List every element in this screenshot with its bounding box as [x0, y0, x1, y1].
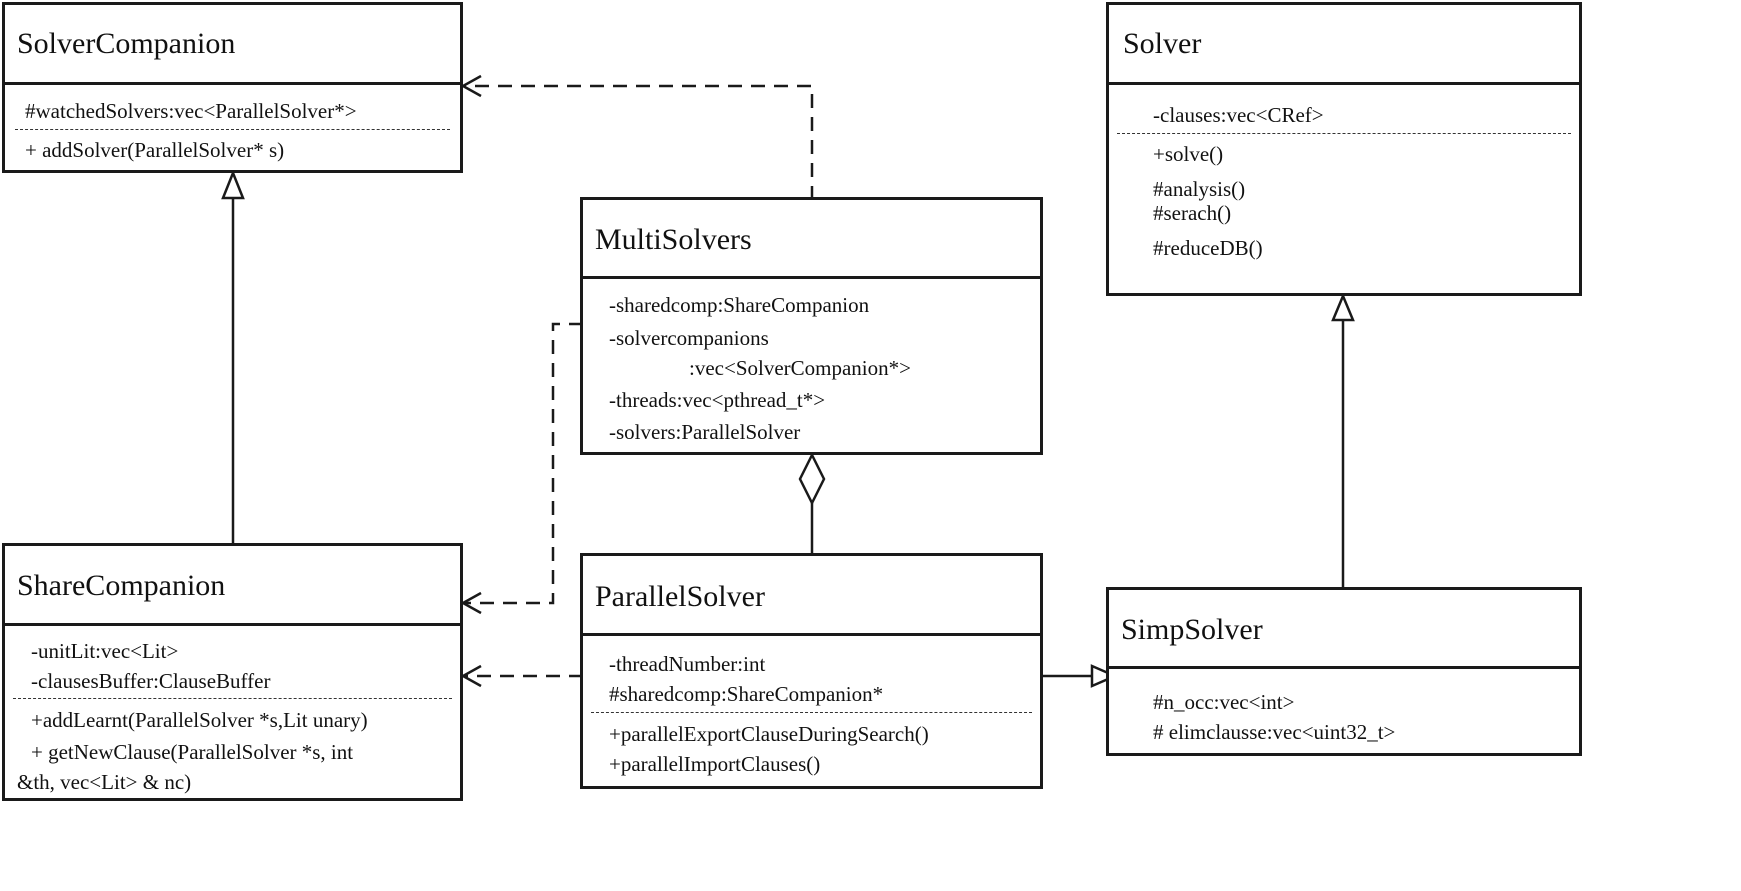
attribute: -threadNumber:int [609, 652, 766, 676]
attribute: -sharedcomp:ShareCompanion [609, 293, 870, 317]
class-name: SimpSolver [1121, 613, 1263, 646]
attribute: #sharedcomp:ShareCompanion* [609, 682, 884, 706]
class-header: Solver [1109, 5, 1579, 85]
class-name: ShareCompanion [17, 569, 226, 602]
attribute: -solvercompanions [609, 326, 769, 350]
compartment-divider [13, 698, 452, 699]
attribute: :vec<SolverCompanion*> [689, 356, 911, 380]
class-header: ParallelSolver [583, 556, 1040, 636]
method: + addSolver(ParallelSolver* s) [25, 138, 285, 162]
class-name: Solver [1123, 27, 1202, 60]
method: +addLearnt(ParallelSolver *s,Lit unary) [31, 708, 368, 732]
generalization-arrowhead-simpsolver [1090, 664, 1119, 688]
aggregation-diamond [798, 452, 826, 506]
class-header: ShareCompanion [5, 546, 460, 626]
attribute: #watchedSolvers:vec<ParallelSolver*> [25, 99, 357, 123]
attribute: -threads:vec<pthread_t*> [609, 388, 826, 412]
method: +parallelExportClauseDuringSearch() [609, 722, 929, 746]
dependency-arrowhead-solvercompanion [460, 74, 482, 98]
attribute: # elimclausse:vec<uint32_t> [1153, 720, 1396, 744]
generalization-arrowhead-solver [1331, 292, 1355, 322]
class-parallelsolver: ParallelSolver -threadNumber:int #shared… [580, 553, 1043, 789]
class-name: ParallelSolver [595, 580, 765, 613]
dependency-multisolvers-to-solvercompanion [463, 84, 814, 200]
method: + getNewClause(ParallelSolver *s, int [31, 740, 354, 764]
compartment-divider [1117, 133, 1571, 134]
class-simpsolver: SimpSolver #n_occ:vec<int> # elimclausse… [1106, 587, 1582, 756]
class-header: SimpSolver [1109, 590, 1579, 669]
compartment-divider [591, 712, 1032, 713]
method: +solve() [1153, 142, 1224, 166]
class-header: MultiSolvers [583, 200, 1040, 279]
class-name: SolverCompanion [17, 27, 236, 60]
attribute: -clauses:vec<CRef> [1153, 103, 1324, 127]
dependency-multisolvers-to-sharecompanion [463, 322, 583, 605]
class-header: SolverCompanion [5, 5, 460, 85]
class-name: MultiSolvers [595, 223, 752, 256]
attribute: #n_occ:vec<int> [1153, 690, 1295, 714]
method: #analysis() [1153, 177, 1246, 201]
method: +parallelImportClauses() [609, 752, 821, 776]
attribute: -unitLit:vec<Lit> [31, 639, 179, 663]
method: &th, vec<Lit> & nc) [17, 770, 192, 794]
dependency-arrowhead-sharecompanion-top [460, 591, 482, 615]
compartment-divider [15, 129, 450, 130]
class-sharecompanion: ShareCompanion -unitLit:vec<Lit> -clause… [2, 543, 463, 801]
method: #serach() [1153, 201, 1232, 225]
class-solvercompanion: SolverCompanion #watchedSolvers:vec<Para… [2, 2, 463, 173]
method: #reduceDB() [1153, 236, 1263, 260]
attribute: -clausesBuffer:ClauseBuffer [31, 669, 271, 693]
class-multisolvers: MultiSolvers -sharedcomp:ShareCompanion … [580, 197, 1043, 455]
generalization-arrowhead-solvercompanion [221, 169, 245, 200]
attribute: -solvers:ParallelSolver [609, 420, 801, 444]
class-solver: Solver -clauses:vec<CRef> +solve() #anal… [1106, 2, 1582, 296]
dependency-arrowhead-sharecompanion-bottom [460, 664, 482, 688]
